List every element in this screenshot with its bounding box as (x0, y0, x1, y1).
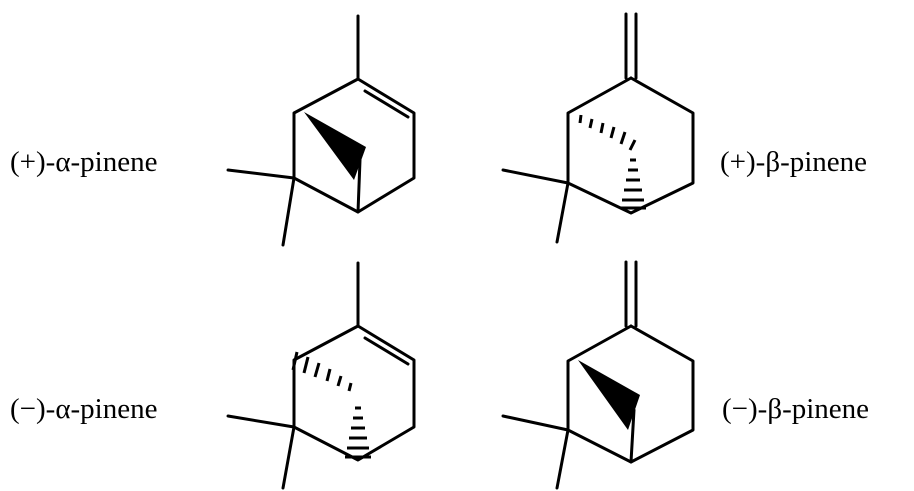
structure-beta-minus (501, 260, 695, 490)
bridge-hash-lower (620, 158, 646, 210)
structure-alpha-minus (226, 261, 416, 490)
label-alpha-plus: (+)-α-pinene (10, 146, 158, 178)
bond-methyl-down (555, 428, 570, 490)
label-alpha-minus: (−)-α-pinene (10, 393, 158, 425)
bond-methyl-left (501, 414, 570, 432)
bridge-hash-upper (291, 351, 353, 392)
ring-bonds (566, 76, 695, 215)
bond-methyl-left (501, 168, 570, 185)
ring-bonds (292, 324, 416, 462)
structure-beta-plus (501, 12, 695, 244)
label-beta-minus: (−)-β-pinene (722, 393, 870, 425)
bridge-wedge (304, 112, 366, 180)
bond-methyl-down (281, 425, 296, 490)
label-beta-plus: (+)-β-pinene (720, 146, 868, 178)
bond-methyl-left (226, 168, 296, 180)
bond-methyl-down (555, 181, 570, 244)
bond-methyl-left (226, 414, 296, 429)
bridge-wedge (578, 360, 640, 430)
bridge-bond (356, 158, 362, 214)
structure-alpha-plus (226, 14, 416, 247)
double-bond-inner (363, 336, 410, 366)
bridge-hash-upper (578, 114, 637, 151)
bond-methyl-down (281, 176, 296, 247)
bridge-hash-lower (345, 406, 371, 459)
double-bond-inner (363, 89, 410, 119)
bridge-bond (629, 408, 636, 464)
